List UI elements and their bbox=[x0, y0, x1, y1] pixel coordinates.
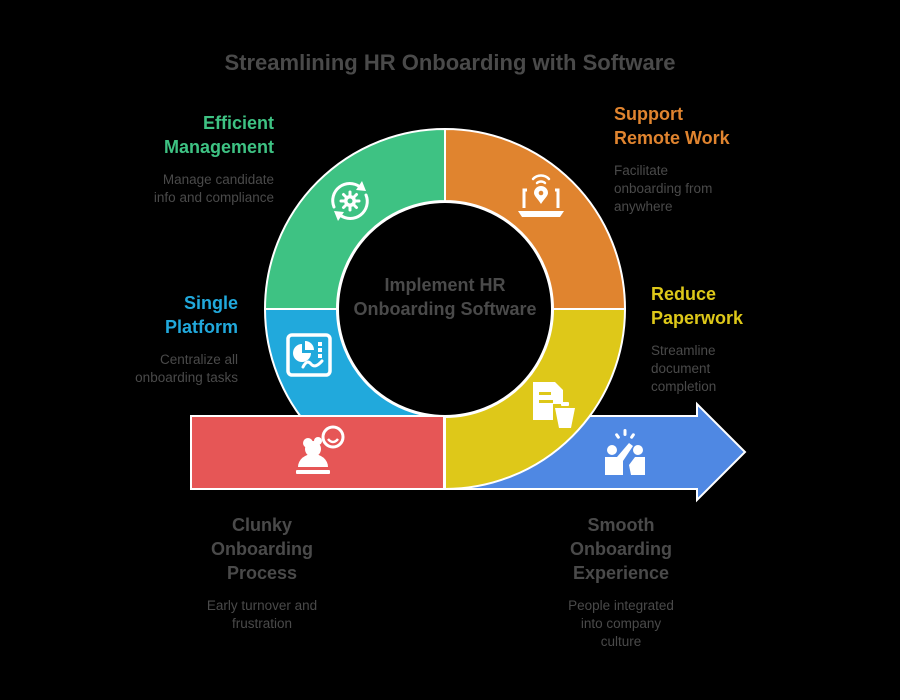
title-line: Remote Work bbox=[614, 128, 730, 148]
description-line: onboarding from bbox=[614, 181, 713, 196]
description-line: People integrated bbox=[568, 598, 674, 613]
start-description: Early turnover and frustration bbox=[162, 597, 362, 633]
efficient-management-title: Efficient Management bbox=[100, 111, 274, 159]
description-line: onboarding tasks bbox=[135, 370, 238, 385]
title-line: Support bbox=[614, 104, 683, 124]
title-line: Efficient bbox=[202, 113, 274, 133]
start-title: Clunky Onboarding Process bbox=[162, 513, 362, 585]
title-line: Management bbox=[163, 137, 274, 157]
laptop-location-icon bbox=[518, 174, 564, 217]
diagram-title: Streamlining HR Onboarding with Software bbox=[224, 50, 676, 75]
high-five-icon bbox=[605, 429, 645, 475]
title-line: Experience bbox=[572, 563, 670, 583]
title-line: Clunky bbox=[231, 515, 292, 535]
dashboard-icon bbox=[286, 333, 332, 377]
end-description: People integrated into company culture bbox=[521, 597, 721, 651]
description-line: Early turnover and bbox=[206, 598, 318, 613]
title-line: Single bbox=[183, 293, 238, 313]
center-label: Implement HR Onboarding Software bbox=[345, 273, 545, 321]
description-line: frustration bbox=[231, 616, 293, 631]
gear-cycle-icon bbox=[331, 181, 369, 221]
description-line: completion bbox=[651, 379, 717, 394]
title-line: Onboarding bbox=[570, 539, 672, 559]
title-line: Onboarding bbox=[211, 539, 313, 559]
frustrated-person-icon bbox=[296, 425, 345, 474]
end-title: Smooth Onboarding Experience bbox=[521, 513, 721, 585]
center-label-text: Implement HR Onboarding Software bbox=[353, 275, 537, 319]
title-line: Platform bbox=[164, 317, 238, 337]
single-platform-description: Centralize all onboarding tasks bbox=[60, 351, 238, 387]
description-line: anywhere bbox=[614, 199, 673, 214]
description-line: culture bbox=[600, 634, 642, 649]
description-line: Facilitate bbox=[614, 163, 669, 178]
description-line: Manage candidate bbox=[162, 172, 274, 187]
reduce-paperwork-description: Streamline document completion bbox=[651, 342, 851, 396]
support-remote-work-description: Facilitate onboarding from anywhere bbox=[614, 162, 814, 216]
reduce-paperwork-title: Reduce Paperwork bbox=[651, 282, 851, 330]
title-line: Paperwork bbox=[651, 308, 744, 328]
single-platform-title: Single Platform bbox=[60, 291, 238, 339]
description-line: Centralize all bbox=[159, 352, 238, 367]
description-line: into company bbox=[580, 616, 662, 631]
support-remote-work-title: Support Remote Work bbox=[614, 102, 814, 150]
document-cleanup-icon bbox=[533, 382, 575, 428]
title-line: Reduce bbox=[651, 284, 717, 304]
description-line: Streamline bbox=[651, 343, 716, 358]
description-line: document bbox=[651, 361, 711, 376]
efficient-management-description: Manage candidate info and compliance bbox=[100, 171, 274, 207]
description-line: info and compliance bbox=[153, 190, 274, 205]
title-line: Smooth bbox=[587, 515, 655, 535]
title-line: Process bbox=[226, 563, 298, 583]
